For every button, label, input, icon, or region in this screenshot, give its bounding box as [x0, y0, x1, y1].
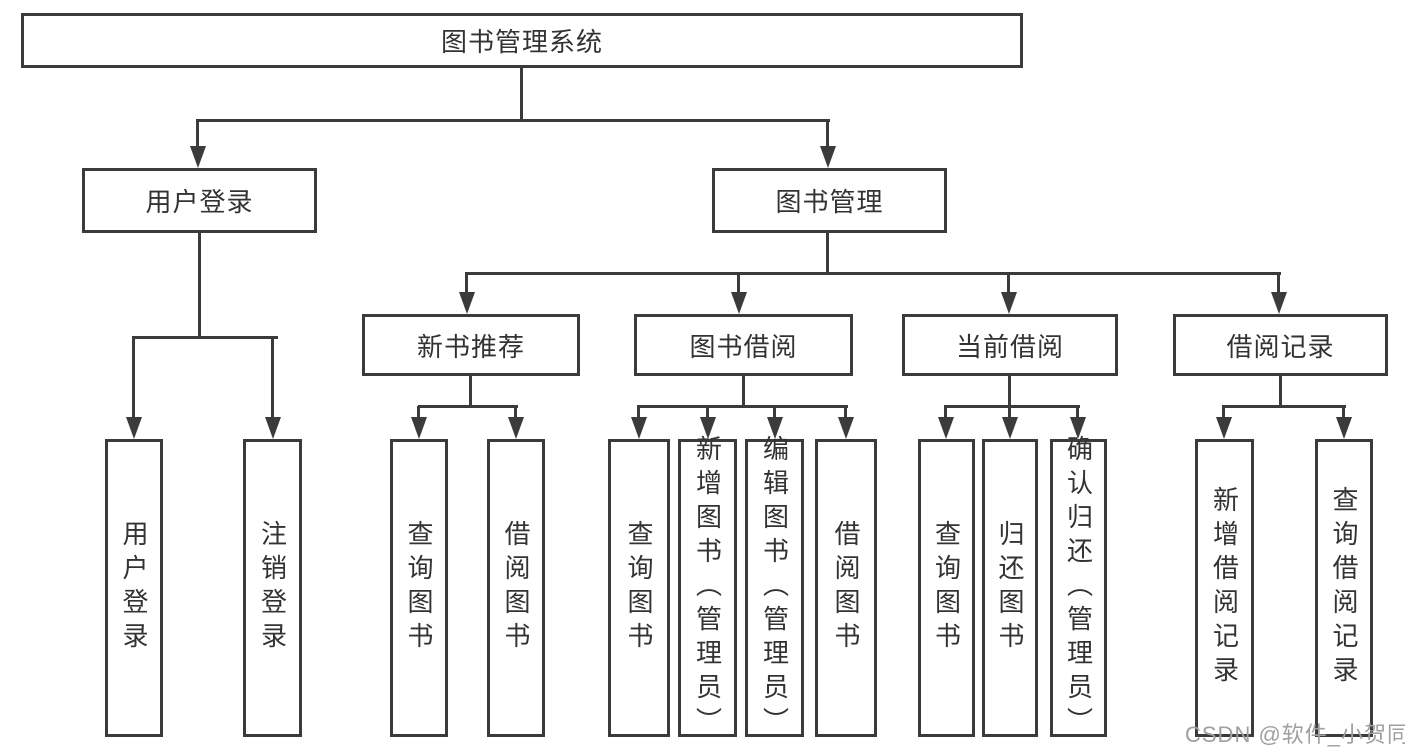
leaf-borrow-books: 借阅图书	[815, 439, 877, 737]
csdn-watermark: CSDN @软件_小贺同学	[1185, 722, 1405, 747]
arrow-down-icon	[1216, 406, 1232, 439]
node-book-borrow-label: 图书借阅	[689, 331, 798, 362]
leaf-return-books: 归还图书	[982, 439, 1038, 737]
connector-line	[637, 405, 848, 408]
leaf-borrow-books-recommend-label: 借阅图书	[501, 520, 531, 656]
leaf-borrow-books-label: 借阅图书	[831, 520, 861, 656]
arrow-down-icon	[631, 406, 647, 439]
node-new-book-recommend: 新书推荐	[362, 314, 580, 376]
connector-line	[1279, 376, 1282, 407]
arrow-down-icon	[1271, 274, 1287, 314]
arrow-down-icon	[1070, 406, 1086, 439]
leaf-user-login-label: 用户登录	[119, 520, 149, 656]
leaf-query-borrow-record: 查询借阅记录	[1315, 439, 1373, 737]
node-book-borrow: 图书借阅	[634, 314, 853, 376]
connector-line	[520, 68, 523, 120]
leaf-edit-books-admin-label: 编辑图书（管理员）	[759, 435, 790, 741]
arrow-down-icon	[508, 406, 524, 439]
node-library-system: 图书管理系统	[21, 13, 1023, 68]
connector-line	[1222, 405, 1346, 408]
leaf-add-books-admin-label: 新增图书（管理员）	[692, 435, 723, 741]
connector-line	[465, 272, 1281, 275]
connector-line	[826, 233, 829, 274]
arrow-down-icon	[767, 406, 783, 439]
leaf-query-borrow-record-label: 查询借阅记录	[1329, 486, 1359, 690]
arrow-down-icon	[459, 274, 475, 314]
leaf-query-books-recommend: 查询图书	[390, 439, 448, 737]
leaf-query-books-borrow: 查询图书	[608, 439, 670, 737]
connector-line	[1008, 376, 1011, 407]
node-book-management: 图书管理	[712, 168, 947, 233]
connector-line	[132, 336, 278, 339]
arrow-down-icon	[820, 119, 836, 168]
node-library-system-label: 图书管理系统	[440, 27, 603, 57]
connector-line	[197, 119, 830, 122]
leaf-query-books-current: 查询图书	[918, 439, 975, 737]
node-book-management-label: 图书管理	[775, 187, 884, 217]
arrow-down-icon	[838, 406, 854, 439]
arrow-down-icon	[411, 406, 427, 439]
arrow-down-icon	[265, 337, 281, 439]
node-current-borrow: 当前借阅	[902, 314, 1118, 376]
connector-line	[742, 376, 745, 407]
leaf-add-borrow-record: 新增借阅记录	[1195, 439, 1254, 737]
leaf-edit-books-admin: 编辑图书（管理员）	[745, 435, 804, 741]
leaf-return-books-label: 归还图书	[995, 520, 1025, 656]
arrow-down-icon	[1002, 406, 1018, 439]
node-current-borrow-label: 当前借阅	[955, 331, 1064, 362]
leaf-query-books-current-label: 查询图书	[931, 520, 962, 656]
arrow-down-icon	[190, 119, 206, 168]
leaf-confirm-return-admin: 确认归还（管理员）	[1050, 435, 1107, 741]
arrow-down-icon	[731, 274, 747, 314]
leaf-logout: 注销登录	[243, 439, 302, 737]
arrow-down-icon	[126, 337, 142, 439]
connector-line	[418, 405, 518, 408]
arrow-down-icon	[700, 406, 716, 439]
leaf-query-books-borrow-label: 查询图书	[624, 520, 654, 656]
connector-line	[469, 376, 472, 407]
node-user-login-label: 用户登录	[145, 187, 254, 217]
leaf-query-books-recommend-label: 查询图书	[404, 520, 434, 656]
leaf-add-books-admin: 新增图书（管理员）	[678, 435, 737, 741]
node-user-login: 用户登录	[82, 168, 317, 233]
arrow-down-icon	[1001, 274, 1017, 314]
leaf-logout-label: 注销登录	[257, 520, 288, 656]
leaf-add-borrow-record-label: 新增借阅记录	[1209, 486, 1240, 690]
connector-line	[944, 405, 1080, 408]
arrow-down-icon	[938, 406, 954, 439]
connector-line	[198, 233, 201, 337]
arrow-down-icon	[1336, 406, 1352, 439]
leaf-user-login: 用户登录	[105, 439, 163, 737]
node-borrow-records: 借阅记录	[1173, 314, 1388, 376]
leaf-borrow-books-recommend: 借阅图书	[487, 439, 545, 737]
leaf-confirm-return-admin-label: 确认归还（管理员）	[1063, 435, 1094, 741]
node-new-book-recommend-label: 新书推荐	[416, 331, 525, 362]
node-borrow-records-label: 借阅记录	[1226, 331, 1335, 362]
